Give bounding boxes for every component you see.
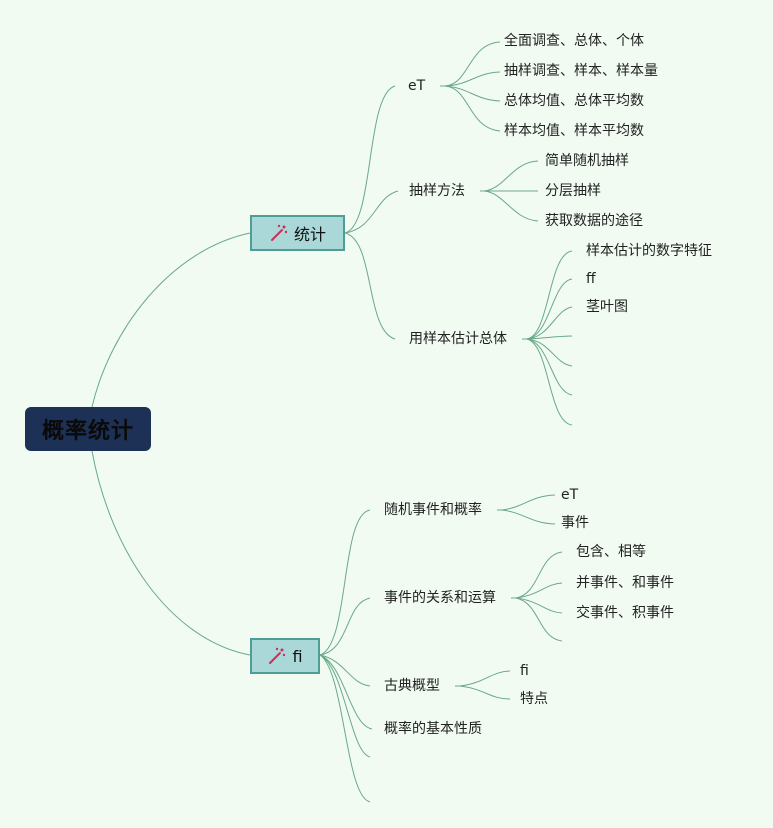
edge-prob-t6 <box>319 654 371 803</box>
leaf-node[interactable]: 特点 <box>520 691 548 707</box>
leaf-node[interactable]: 简单随机抽样 <box>545 153 629 169</box>
topic-node[interactable]: 抽样方法 <box>409 183 465 199</box>
leaf-node[interactable]: 事件 <box>561 515 589 531</box>
edge-prob-t5 <box>319 654 371 758</box>
magic-wand-icon <box>269 647 286 664</box>
edge-root-stats <box>91 232 251 408</box>
edge-root-prob <box>91 450 251 656</box>
topic-node[interactable]: 事件的关系和运算 <box>384 590 496 606</box>
leaf-node[interactable]: 抽样调查、样本、样本量 <box>504 63 658 79</box>
edge-prob-t1 <box>319 509 371 656</box>
leaf-node[interactable]: 茎叶图 <box>586 299 628 315</box>
edge-stats-t3 <box>344 232 396 340</box>
leaf-node[interactable]: 包含、相等 <box>576 544 646 560</box>
leaf-node[interactable]: 样本估计的数字特征 <box>586 243 712 259</box>
leaf-node[interactable]: 并事件、和事件 <box>576 575 674 591</box>
leaf-node[interactable]: 样本均值、样本平均数 <box>504 123 644 139</box>
branch-node-stats[interactable]: 统计 <box>250 215 345 251</box>
topic-node[interactable]: 古典概型 <box>384 678 440 694</box>
leaf-node[interactable]: 交事件、积事件 <box>576 605 674 621</box>
magic-wand-icon <box>270 224 288 241</box>
branch-label: 统计 <box>293 225 326 244</box>
leaf-node[interactable]: fi <box>520 663 529 679</box>
edge-prob-t3 <box>319 654 371 687</box>
branch-node-prob[interactable]: fi <box>250 638 320 674</box>
leaf-node[interactable]: ff <box>586 271 596 287</box>
topic-node[interactable]: 用样本估计总体 <box>409 331 507 347</box>
topic-node[interactable]: 概率的基本性质 <box>384 721 482 737</box>
topic-node[interactable]: eT <box>408 78 426 94</box>
root-node[interactable]: 概率统计 <box>25 407 151 451</box>
leaf-node[interactable]: eT <box>561 487 579 503</box>
leaf-node[interactable]: 全面调查、总体、个体 <box>504 33 644 49</box>
edge-stats-t1 <box>344 85 396 234</box>
leaf-node[interactable]: 获取数据的途径 <box>545 213 643 229</box>
topic-node[interactable]: 随机事件和概率 <box>384 502 482 518</box>
leaf-node[interactable]: 总体均值、总体平均数 <box>504 93 644 109</box>
root-label: 概率统计 <box>41 419 134 444</box>
edge-stats-t2 <box>344 190 399 234</box>
branch-label: fi <box>292 646 303 666</box>
edge-prob-t2 <box>319 597 371 656</box>
edge-prob-t4 <box>319 654 373 730</box>
leaf-node[interactable]: 分层抽样 <box>545 183 601 199</box>
